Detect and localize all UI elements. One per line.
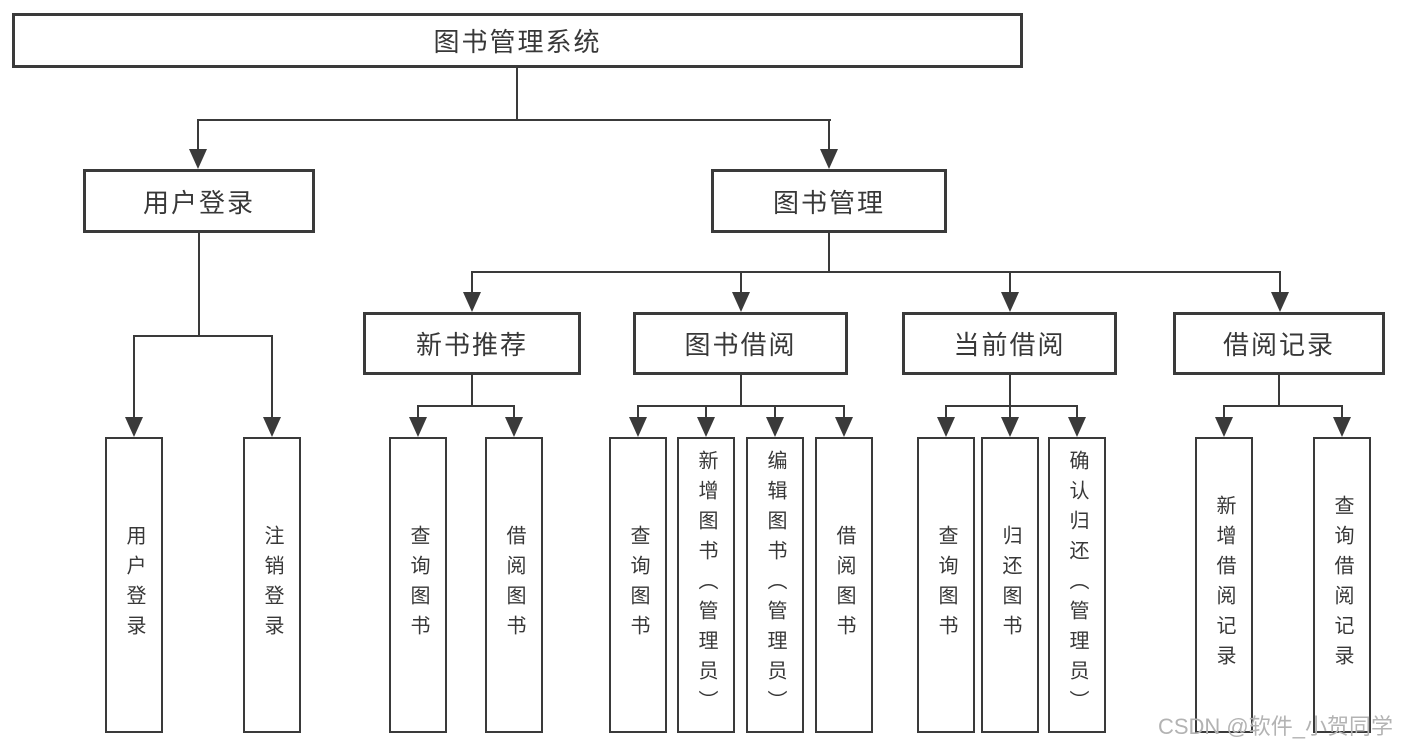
node-label: 图书管理系统 xyxy=(433,27,602,57)
arrowhead-down-icon xyxy=(125,417,143,437)
connector-vline xyxy=(705,405,707,419)
node-label: 新书推荐 xyxy=(415,330,528,360)
connector-vline xyxy=(513,405,515,419)
leaf-label: 查询图书 xyxy=(407,525,429,645)
node-library-management-system: 图书管理系统 xyxy=(12,13,1023,68)
connector-vline xyxy=(1278,375,1280,406)
node-label: 图书管理 xyxy=(772,187,885,218)
arrowhead-down-icon xyxy=(1271,292,1289,312)
connector-vline xyxy=(1341,405,1343,419)
connector-vline xyxy=(133,335,135,419)
leaf-query-borrow-record: 查询借阅记录 xyxy=(1313,437,1371,733)
connector-vline xyxy=(197,119,199,151)
connector-vline xyxy=(843,405,845,419)
arrowhead-down-icon xyxy=(263,417,281,437)
leaf-query-books-borrowing: 查询图书 xyxy=(609,437,667,733)
leaf-label: 注销登录 xyxy=(261,525,283,645)
connector-hline xyxy=(471,271,1281,273)
watermark: CSDN @软件_小贺同学 xyxy=(1157,714,1393,739)
arrowhead-down-icon xyxy=(835,417,853,437)
node-label: 借阅记录 xyxy=(1222,330,1335,360)
arrowhead-down-icon xyxy=(697,417,715,437)
leaf-label: 查询图书 xyxy=(627,525,649,645)
connector-vline xyxy=(740,375,742,406)
leaf-user-login: 用户登录 xyxy=(105,437,163,733)
leaf-add-books-admin: 新增图书（管理员） xyxy=(677,437,735,733)
connector-vline xyxy=(271,335,273,419)
connector-hline xyxy=(1223,405,1343,407)
node-label: 用户登录 xyxy=(142,187,255,218)
leaf-query-books-current: 查询图书 xyxy=(917,437,975,733)
leaf-logout: 注销登录 xyxy=(243,437,301,733)
arrowhead-down-icon xyxy=(766,417,784,437)
connector-hline xyxy=(637,405,845,407)
connector-vline xyxy=(417,405,419,419)
leaf-edit-books-admin: 编辑图书（管理员） xyxy=(746,437,804,733)
connector-vline xyxy=(1223,405,1225,419)
connector-vline xyxy=(1076,405,1078,419)
leaf-label: 编辑图书（管理员） xyxy=(764,450,786,720)
leaf-confirm-return-admin: 确认归还（管理员） xyxy=(1048,437,1106,733)
arrowhead-down-icon xyxy=(1001,417,1019,437)
leaf-borrow-books-borrowing: 借阅图书 xyxy=(815,437,873,733)
node-book-management: 图书管理 xyxy=(711,169,947,233)
leaf-label: 借阅图书 xyxy=(503,525,525,645)
arrowhead-down-icon xyxy=(463,292,481,312)
node-new-book-recommendation: 新书推荐 xyxy=(363,312,581,375)
node-book-borrowing: 图书借阅 xyxy=(633,312,848,375)
connector-vline xyxy=(637,405,639,419)
connector-hline xyxy=(945,405,1078,407)
leaf-add-borrow-record: 新增借阅记录 xyxy=(1195,437,1253,733)
leaf-label: 新增借阅记录 xyxy=(1213,495,1235,675)
node-label: 图书借阅 xyxy=(684,330,797,360)
leaf-label: 新增图书（管理员） xyxy=(695,450,717,720)
arrowhead-down-icon xyxy=(1215,417,1233,437)
connector-vline xyxy=(828,233,830,273)
node-user-login: 用户登录 xyxy=(83,169,315,233)
connector-vline xyxy=(740,271,742,294)
leaf-query-books-recommend: 查询图书 xyxy=(389,437,447,733)
connector-vline xyxy=(1009,405,1011,419)
arrowhead-down-icon xyxy=(409,417,427,437)
node-current-borrowing: 当前借阅 xyxy=(902,312,1117,375)
leaf-label: 确认归还（管理员） xyxy=(1066,450,1088,720)
connector-vline xyxy=(945,405,947,419)
arrowhead-down-icon xyxy=(629,417,647,437)
connector-vline xyxy=(1009,271,1011,294)
leaf-label: 用户登录 xyxy=(123,525,145,645)
arrowhead-down-icon xyxy=(189,149,207,169)
node-label: 当前借阅 xyxy=(953,330,1066,360)
connector-vline xyxy=(471,271,473,294)
arrowhead-down-icon xyxy=(732,292,750,312)
leaf-borrow-books-recommend: 借阅图书 xyxy=(485,437,543,733)
arrowhead-down-icon xyxy=(1333,417,1351,437)
connector-vline xyxy=(471,375,473,406)
connector-vline xyxy=(828,119,830,151)
connector-vline xyxy=(774,405,776,419)
leaf-label: 借阅图书 xyxy=(833,525,855,645)
connector-hline xyxy=(133,335,273,337)
connector-hline xyxy=(417,405,515,407)
leaf-label: 查询借阅记录 xyxy=(1331,495,1353,675)
connector-vline xyxy=(1009,375,1011,406)
connector-hline xyxy=(197,119,831,121)
connector-vline xyxy=(516,68,518,120)
arrowhead-down-icon xyxy=(1001,292,1019,312)
node-borrowing-records: 借阅记录 xyxy=(1173,312,1385,375)
leaf-return-books: 归还图书 xyxy=(981,437,1039,733)
arrowhead-down-icon xyxy=(937,417,955,437)
arrowhead-down-icon xyxy=(1068,417,1086,437)
leaf-label: 归还图书 xyxy=(999,525,1021,645)
connector-vline xyxy=(198,233,200,337)
arrowhead-down-icon xyxy=(505,417,523,437)
connector-vline xyxy=(1279,271,1281,294)
arrowhead-down-icon xyxy=(820,149,838,169)
leaf-label: 查询图书 xyxy=(935,525,957,645)
